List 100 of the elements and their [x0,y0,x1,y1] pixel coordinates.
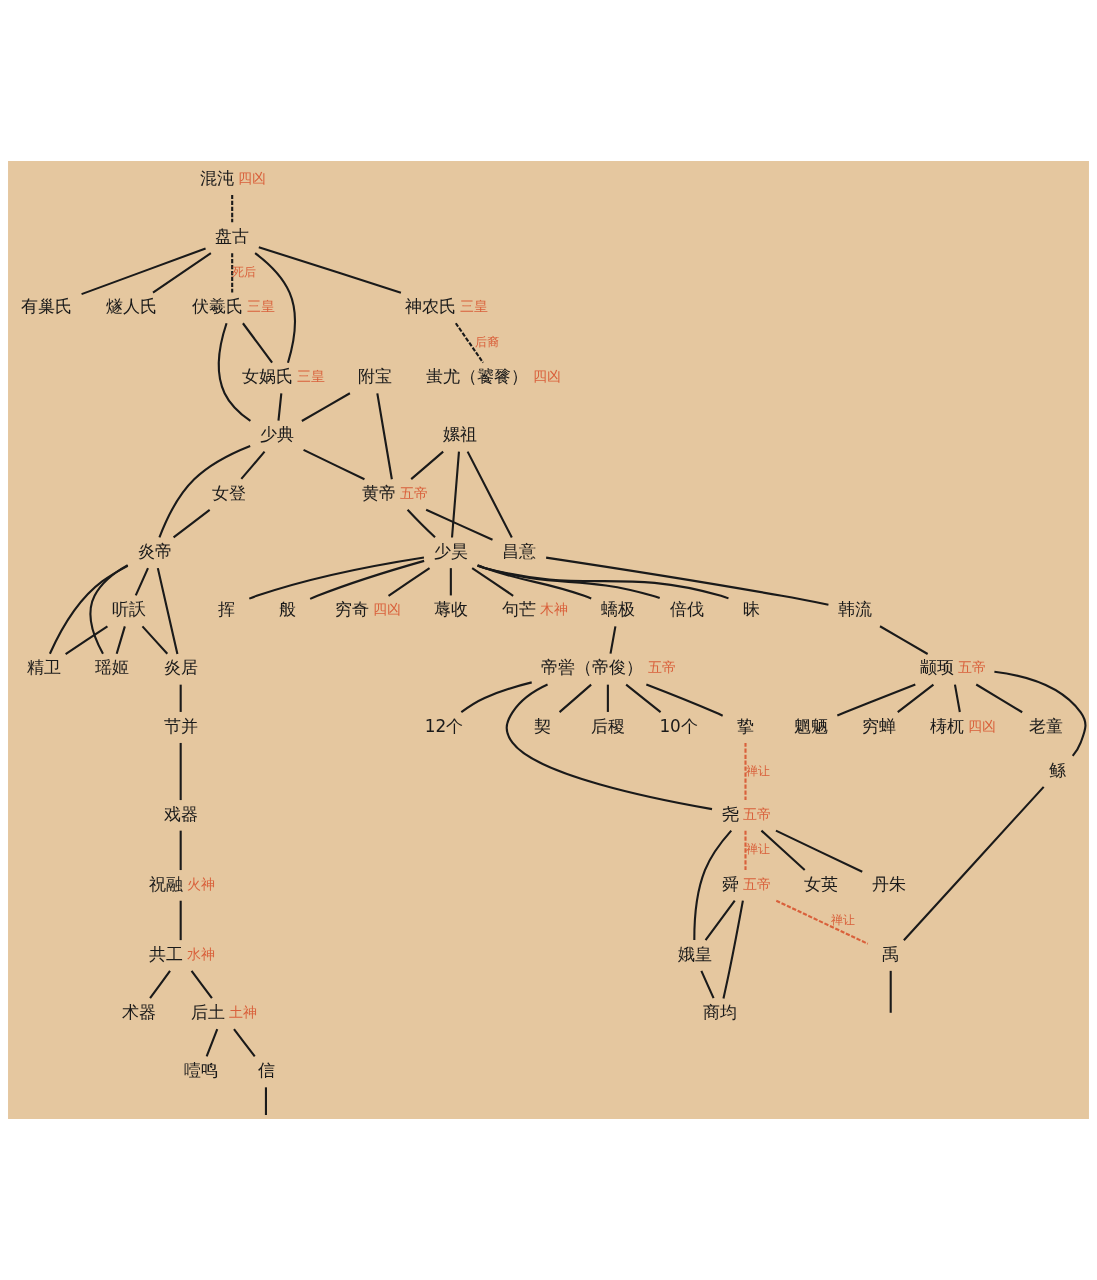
node-text: 丹朱 [872,873,907,894]
node-text: 尧 [721,803,739,824]
connector [376,393,393,480]
node-text: 燧人氏 [106,296,158,317]
connector [760,829,806,871]
node-text: 颛顼 [920,657,955,678]
node-text: 12个 [424,715,464,736]
connector [248,556,425,600]
node-text: 术器 [122,1001,157,1022]
node-label: 五帝 [742,875,771,892]
node-text: 禹 [882,943,900,964]
connector [744,742,747,801]
connector [449,568,452,596]
connector [179,900,182,941]
connector [700,970,715,999]
node-text: 黄帝 [362,482,397,503]
connector [722,900,744,999]
connector [454,322,484,364]
node-text: 戏器 [163,803,198,824]
node-text: 句芒 [502,599,537,620]
connector [645,683,724,717]
node-label: 五帝 [958,659,987,676]
node-label: 三皇 [246,298,275,315]
node-text: 老童 [1029,715,1064,736]
connector [450,451,460,538]
connector [410,450,444,480]
node-label: 五帝 [742,805,771,822]
connector [205,1028,219,1057]
edge-label: 禅让 [745,842,770,857]
edge-label: 禅让 [831,912,856,927]
connector [744,830,747,871]
connector [231,195,234,223]
node-text: 后土 [190,1001,225,1022]
node-text: 附宝 [357,366,392,387]
connector [242,322,273,364]
node-label: 四凶 [532,368,561,385]
node-text: 契 [534,715,552,736]
node-label: 木神 [540,601,569,618]
connector [889,970,892,1013]
node-text: 噎鸣 [184,1060,219,1081]
node-label: 三皇 [460,298,489,315]
connector [240,450,266,480]
node-text: 信 [257,1060,275,1081]
node-text: 少昊 [433,540,468,561]
connector [471,567,514,597]
node-text: 韩流 [838,599,873,620]
node-text: 共工 [148,943,183,964]
connector [277,393,283,421]
node-label: 四凶 [373,601,402,618]
connector [606,684,609,712]
connector [134,567,149,596]
node-text: 蚩尤（饕餮） [426,366,529,387]
connector [477,564,592,600]
node-text: 听訞 [112,599,147,620]
connector [309,559,425,600]
node-label: 三皇 [297,368,326,385]
node-text: 10个 [659,715,698,736]
node-text: 般 [278,599,296,620]
node-text: 梼杌 [930,715,965,736]
node-text: 节并 [163,715,198,736]
node-text: 神农氏 [405,296,457,317]
node-text: 炎帝 [137,540,172,561]
connector [975,683,1023,714]
connector [609,626,617,654]
connector [425,508,493,541]
node-text: 鲧 [1048,759,1066,780]
connector [466,451,513,538]
connector [217,322,251,422]
connector [897,683,935,713]
node-text: 炎居 [163,657,198,678]
connector [152,252,212,294]
connector [625,683,662,713]
node-text: 少典 [260,424,295,445]
node-text: 穷蝉 [862,715,896,736]
node-text: 嫘祖 [443,424,478,445]
node-text: 倍伐 [669,599,704,620]
connector [836,683,916,717]
connector [693,829,733,940]
node-text: 女英 [803,873,838,894]
connector [89,564,129,655]
connector [179,742,182,801]
node-text: 女娲氏 [242,366,294,387]
connector [258,246,402,294]
connector [558,683,592,713]
connector [179,684,182,712]
node-text: 魍魉 [793,715,828,736]
connector [953,684,961,713]
connector [460,681,532,714]
node-text: 舜 [721,873,739,894]
connector [903,786,1045,941]
edge-label: 禅让 [745,763,770,778]
connector [505,683,713,811]
connector [190,970,213,999]
connector [704,900,736,941]
connector [994,670,1087,757]
connector [775,899,869,945]
connector [158,445,251,538]
connector [477,564,661,600]
connector [775,829,863,873]
node-text: 挥 [217,599,235,620]
